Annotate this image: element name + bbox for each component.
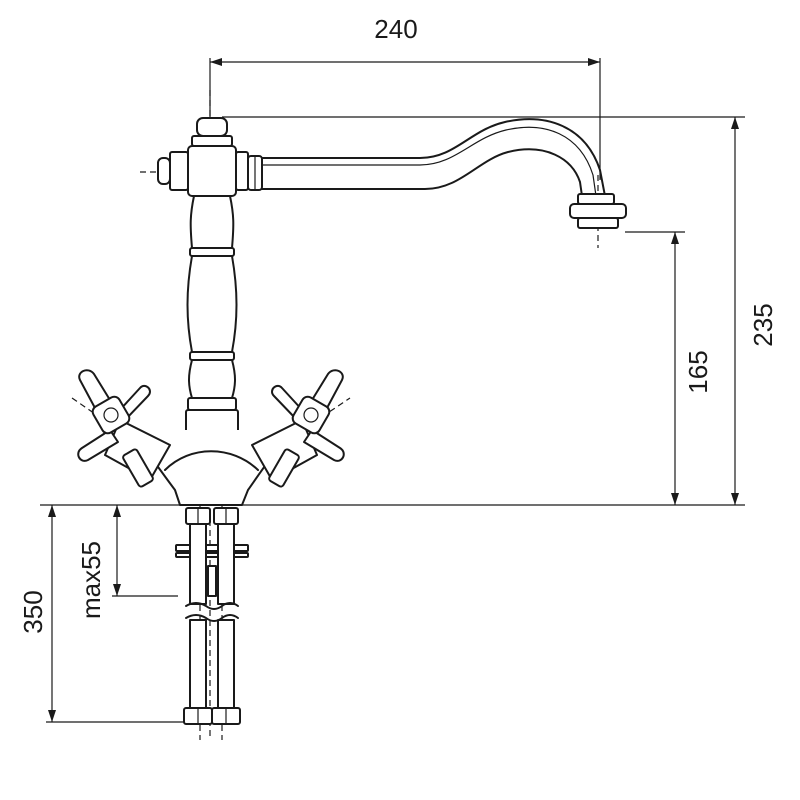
spout [261,118,627,229]
left-cross-handle [77,369,151,462]
right-cross-handle [271,369,345,462]
dimension-spout-reach: 240 [209,14,601,180]
dimension-label-235: 235 [748,303,778,346]
dimension-label-165: 165 [683,350,713,393]
dimension-label-350: 350 [18,590,48,633]
dimension-label-240: 240 [374,14,417,44]
faucet-base [104,419,318,506]
faucet-body-column [185,195,239,443]
center-lines [71,90,599,740]
dimension-max-deck: max55 [76,505,178,619]
faucet-top-assembly [157,117,263,197]
dimension-total-height: 235 [222,116,778,505]
dimension-label-max55: max55 [76,541,106,619]
dimension-hose-length: 350 [18,505,185,723]
below-deck-assembly [175,507,249,725]
dimension-spout-height: 165 [625,231,713,505]
